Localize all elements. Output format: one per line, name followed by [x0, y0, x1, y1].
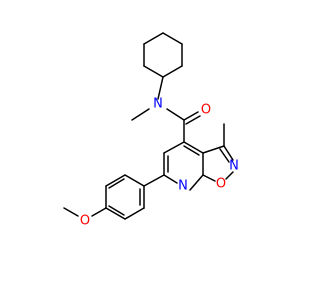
bond-cy4	[143, 65, 164, 78]
bond-c6-aryl	[143, 174, 165, 187]
bond-n-carbonyl	[166, 108, 185, 121]
bond-ar2-ar3	[105, 174, 126, 187]
methoxy-oxygen-label: O	[80, 214, 90, 229]
atom-labels: N O N O N O	[80, 97, 239, 229]
bond-c3a-c4-b	[183, 145, 200, 156]
bond-o1-c7a	[202, 174, 216, 182]
bond-o-methyl	[63, 207, 79, 217]
bond-n-methyl	[131, 108, 150, 121]
amide-nitrogen-label: N	[153, 97, 163, 112]
carbonyl-oxygen-label: O	[201, 103, 211, 118]
bond-carbonyl-o-a	[183, 111, 199, 121]
bond-cy3	[162, 65, 183, 78]
bond-ar-inner-2	[108, 205, 125, 216]
bond-cy-n	[157, 76, 164, 100]
isoxazole-oxygen-label: O	[216, 177, 226, 192]
bond-carbonyl-o-b	[185, 115, 201, 125]
isoxazole-nitrogen-label: N	[229, 159, 239, 174]
bond-ar1-ar2	[124, 174, 145, 187]
bond-n2-o1	[225, 171, 234, 180]
bond-ar-o	[91, 207, 107, 217]
bond-c3-n2-a	[223, 145, 234, 161]
bond-c3a-c4-a	[183, 141, 204, 154]
bonds	[63, 32, 234, 220]
bond-ar4-ar5	[105, 207, 126, 220]
background	[0, 0, 300, 300]
bond-c3-n2-b	[219, 148, 230, 163]
bond-c6-n7	[163, 174, 178, 184]
bond-cy1	[162, 32, 183, 45]
molecule-structure: N O N O N O	[0, 0, 300, 300]
bond-c4-c5	[163, 141, 185, 154]
bond-cy6	[143, 32, 164, 45]
pyridine-nitrogen-label: N	[178, 179, 188, 194]
bond-c3a-c3	[202, 145, 225, 154]
bond-ar5-ar6	[124, 207, 145, 220]
bond-n7-c7a-a	[189, 174, 204, 191]
bond-ar-inner-1	[108, 178, 125, 189]
